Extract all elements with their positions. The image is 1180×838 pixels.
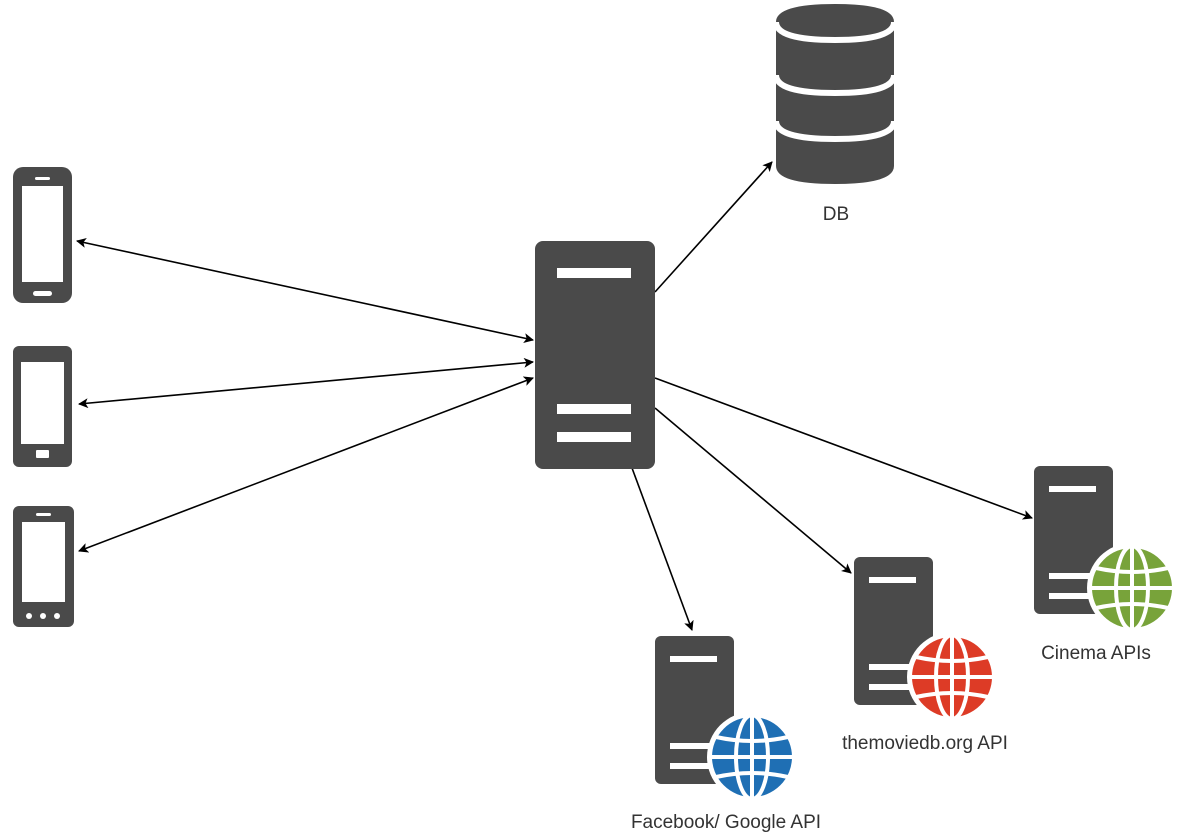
link-server-cinema [654, 377, 1033, 520]
link-server-themoviedb [654, 407, 852, 574]
connectors [76, 161, 1033, 631]
web-server-icon [1034, 466, 1177, 633]
web-server-icon [655, 636, 797, 802]
link-server-facebook-google [631, 467, 694, 631]
database-icon [773, 4, 897, 184]
globe-icon [907, 632, 997, 722]
facebook-google-label: Facebook/ Google API [630, 812, 822, 833]
server-icon [535, 241, 655, 469]
globe-icon [707, 712, 797, 802]
smartphone-icon [13, 506, 74, 627]
globe-icon [1087, 543, 1177, 633]
link-phone-2-server [78, 357, 534, 409]
cinema-label: Cinema APIs [1041, 643, 1151, 664]
link-phone-1-server [76, 238, 534, 343]
smartphone-icon [13, 167, 72, 303]
db-label: DB [822, 204, 850, 225]
themoviedb-label: themoviedb.org API [842, 733, 1008, 754]
link-server-db [654, 161, 773, 293]
smartphone-icon [13, 346, 72, 467]
link-phone-3-server [78, 376, 534, 553]
web-server-icon [854, 557, 997, 722]
